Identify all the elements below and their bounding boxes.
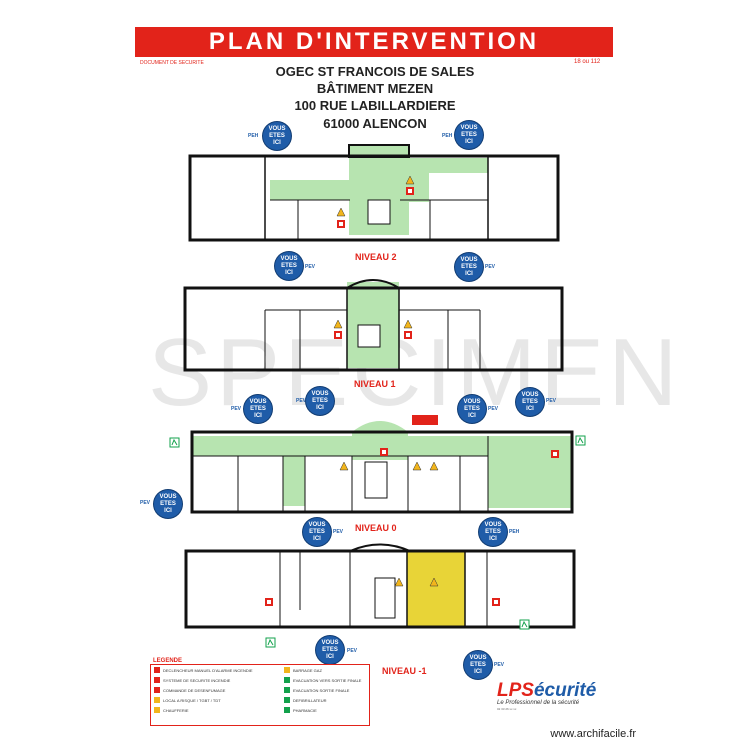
point-label-pev: PEV (296, 398, 307, 404)
footer-url: www.archifacile.fr (550, 728, 636, 740)
address-line-4: 61000 ALENCON (323, 116, 427, 131)
floor-niveau-minus-1 (184, 543, 576, 648)
plan-title: PLAN D'INTERVENTION (208, 28, 540, 55)
legend-item: CHAUFFERIE (151, 705, 281, 715)
point-label-pev: PEV (546, 398, 557, 404)
point-label-pev: PEV (231, 406, 242, 412)
emergency-number: 18 ou 112 (574, 59, 601, 65)
level-label-niveau-0: NIVEAU 0 (355, 523, 397, 533)
legend-item: SYSTEME DE SECURITE INCENDIE (151, 675, 281, 685)
point-label-pev: PEV (488, 406, 499, 412)
legend-item: COMMANDE DE DESENFUMAGE (151, 685, 281, 695)
point-label-peh: PEH (442, 133, 453, 139)
point-label-pev: PEV (494, 662, 505, 668)
level-label-niveau-2: NIVEAU 2 (355, 252, 397, 262)
legend-item: DECLENCHEUR MANUEL D'ALARME INCENDIE (151, 665, 281, 675)
legend-item: BARRAGE GAZ (281, 665, 369, 675)
plan-title-banner: PLAN D'INTERVENTION (135, 27, 613, 57)
floor-niveau-0 (169, 415, 586, 514)
legend: DECLENCHEUR MANUEL D'ALARME INCENDIE SYS… (150, 664, 370, 726)
legend-item: PHARMACIE (281, 705, 369, 715)
floor-niveau-1 (183, 279, 564, 372)
point-label-peh: PEH (509, 529, 520, 535)
floor-niveau-2 (188, 144, 560, 242)
point-label-pev: PEV (347, 648, 358, 654)
specimen-watermark: SPECIMEN (148, 319, 682, 426)
legend-item: EVACUATION VERS SORTIE FINALE (281, 675, 369, 685)
address-line-2: BÂTIMENT MEZEN (316, 81, 434, 96)
point-label-pev: PEV (333, 529, 344, 535)
legend-item: DEFIBRILLATEUR (281, 695, 369, 705)
point-label-pev: PEV (305, 264, 316, 270)
company-logo: LPSécurité Le Professionnel de la sécuri… (497, 680, 597, 711)
legend-title: LEGENDE (153, 658, 183, 664)
legend-item: LOCAL A RISQUE / TGBT / TDT (151, 695, 281, 705)
legend-item: EVACUATION SORTIE FINALE (281, 685, 369, 695)
point-label-pev: PEV (485, 264, 496, 270)
point-label-pev: PEV (140, 500, 151, 506)
level-label-niveau-minus-1: NIVEAU -1 (382, 666, 427, 676)
level-label-niveau-1: NIVEAU 1 (354, 379, 396, 389)
address-line-1: OGEC ST FRANCOIS DE SALES (275, 64, 475, 79)
banner-left-note: DOCUMENT DE SECURITE (140, 60, 204, 66)
point-label-peh: PEH (248, 133, 259, 139)
address-line-3: 100 RUE LABILLARDIERE (294, 98, 456, 113)
